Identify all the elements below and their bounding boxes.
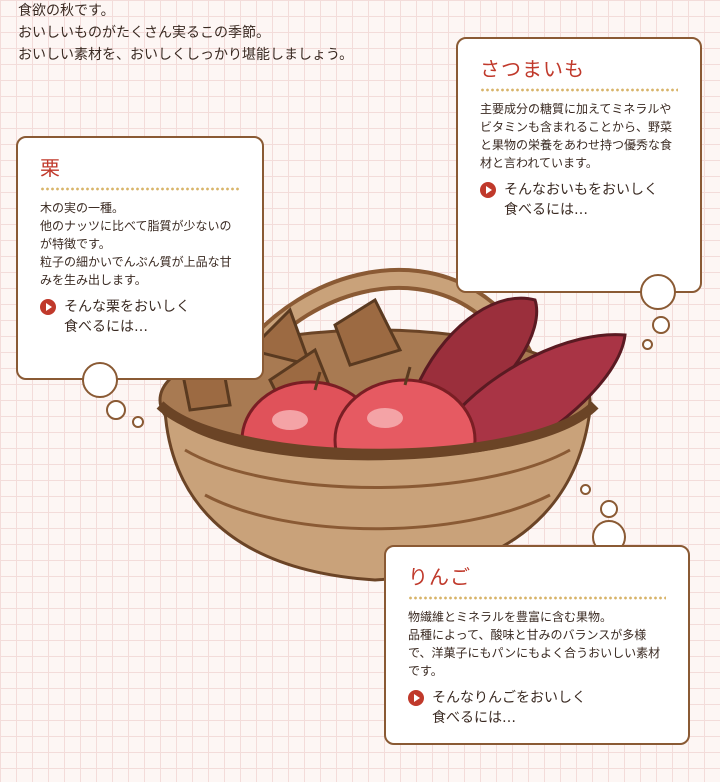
play-arrow-icon: [480, 182, 496, 198]
thought-bubble-large: [82, 362, 118, 398]
thought-bubble-small: [580, 484, 591, 495]
play-arrow-icon: [408, 690, 424, 706]
sweet-potato-read-more-label: そんなおいもをおいしく 食べるには…: [504, 182, 658, 218]
thought-bubble-medium: [600, 500, 618, 518]
card-apple-title: りんご: [408, 565, 471, 589]
card-chestnut: 栗 木の実の一種。 他のナッツに比べて脂質が少ないのが特徴です。 粒子の細かいで…: [16, 136, 264, 380]
thought-bubble-medium: [652, 316, 670, 334]
harvest-basket-illustration: [156, 268, 627, 582]
card-apple: りんご 物繊維とミネラルを豊富に含む果物。 品種によって、酸味と甘みのバランスが…: [384, 545, 690, 745]
card-chestnut-title: 栗: [40, 156, 61, 180]
thought-bubble-small: [642, 339, 653, 350]
card-divider: [480, 88, 678, 92]
intro-text: 食欲の秋です。 おいしいものがたくさん実るこの季節。 おいしい素材を、おいしくし…: [18, 0, 353, 66]
chestnut-read-more-label: そんな栗をおいしく 食べるには…: [64, 299, 190, 335]
apple-read-more-label: そんなりんごをおいしく 食べるには…: [432, 690, 586, 726]
card-chestnut-body: 木の実の一種。 他のナッツに比べて脂質が少ないのが特徴です。 粒子の細かいでんぷ…: [40, 201, 232, 287]
play-arrow-icon: [40, 299, 56, 315]
card-divider: [408, 596, 666, 600]
intro-line-3: おいしい素材を、おいしくしっかり堪能しましょう。: [18, 47, 354, 63]
card-apple-body: 物繊維とミネラルを豊富に含む果物。 品種によって、酸味と甘みのバランスが多様で、…: [408, 610, 661, 678]
card-divider: [40, 187, 240, 191]
sweet-potato-read-more-link[interactable]: そんなおいもをおいしく 食べるには…: [480, 180, 678, 220]
chestnut-read-more-link[interactable]: そんな栗をおいしく 食べるには…: [40, 297, 240, 337]
apple-read-more-link[interactable]: そんなりんごをおいしく 食べるには…: [408, 688, 666, 728]
thought-bubble-medium: [106, 400, 126, 420]
card-sweet-potato-title: さつまいも: [480, 57, 585, 81]
intro-line-2: おいしいものがたくさん実るこの季節。: [18, 25, 270, 41]
card-sweet-potato: さつまいも 主要成分の糖質に加えてミネラルやビタミンも含まれることから、野菜と果…: [456, 37, 702, 293]
card-sweet-potato-body: 主要成分の糖質に加えてミネラルやビタミンも含まれることから、野菜と果物の栄養をあ…: [480, 102, 673, 170]
intro-line-1: 食欲の秋です。: [18, 3, 115, 19]
thought-bubble-small: [132, 416, 144, 428]
thought-bubble-large: [640, 274, 676, 310]
